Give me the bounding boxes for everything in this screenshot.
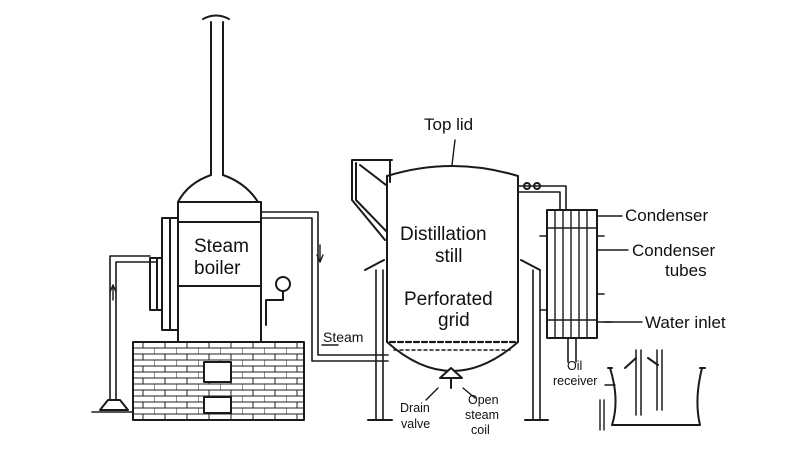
label-open-steam-coil-3: coil xyxy=(471,423,490,437)
label-drain-valve-2: valve xyxy=(401,417,431,431)
label-oil-receiver-1: Oil xyxy=(567,359,583,373)
steam-boiler xyxy=(149,201,389,362)
label-condenser-tubes-2: tubes xyxy=(665,261,707,280)
ash-door xyxy=(203,396,232,414)
label-drain-valve-1: Drain xyxy=(400,401,430,415)
label-steam-boiler-2: boiler xyxy=(194,258,241,279)
label-condenser-tubes-1: Condenser xyxy=(632,241,716,260)
label-water-inlet: Water inlet xyxy=(645,313,726,332)
label-steam-boiler-1: Steam xyxy=(194,236,249,257)
lid-lifting-crane xyxy=(351,159,393,241)
condenser xyxy=(539,209,613,363)
label-top-lid: Top lid xyxy=(424,115,474,134)
label-distillation-still-2: still xyxy=(435,246,463,267)
label-open-steam-coil-1: Open xyxy=(468,393,499,407)
label-perforated-grid-2: grid xyxy=(438,310,470,331)
label-steam-pipe: Steam xyxy=(323,329,364,345)
furnace-door xyxy=(203,361,232,383)
label-open-steam-coil-2: steam xyxy=(465,408,500,422)
label-oil-receiver-2: receiver xyxy=(553,374,598,388)
oil-receiver xyxy=(599,349,706,431)
label-distillation-still-1: Distillation xyxy=(400,224,487,245)
leader-lines xyxy=(321,139,643,401)
label-condenser: Condenser xyxy=(625,206,709,225)
label-perforated-grid-1: Perforated xyxy=(404,289,493,310)
pressure-gauge-icon xyxy=(275,276,291,292)
vapour-pipe xyxy=(517,182,567,211)
distillation-still xyxy=(364,165,549,421)
chimney xyxy=(177,14,259,203)
water-feed-pipe xyxy=(91,255,157,413)
